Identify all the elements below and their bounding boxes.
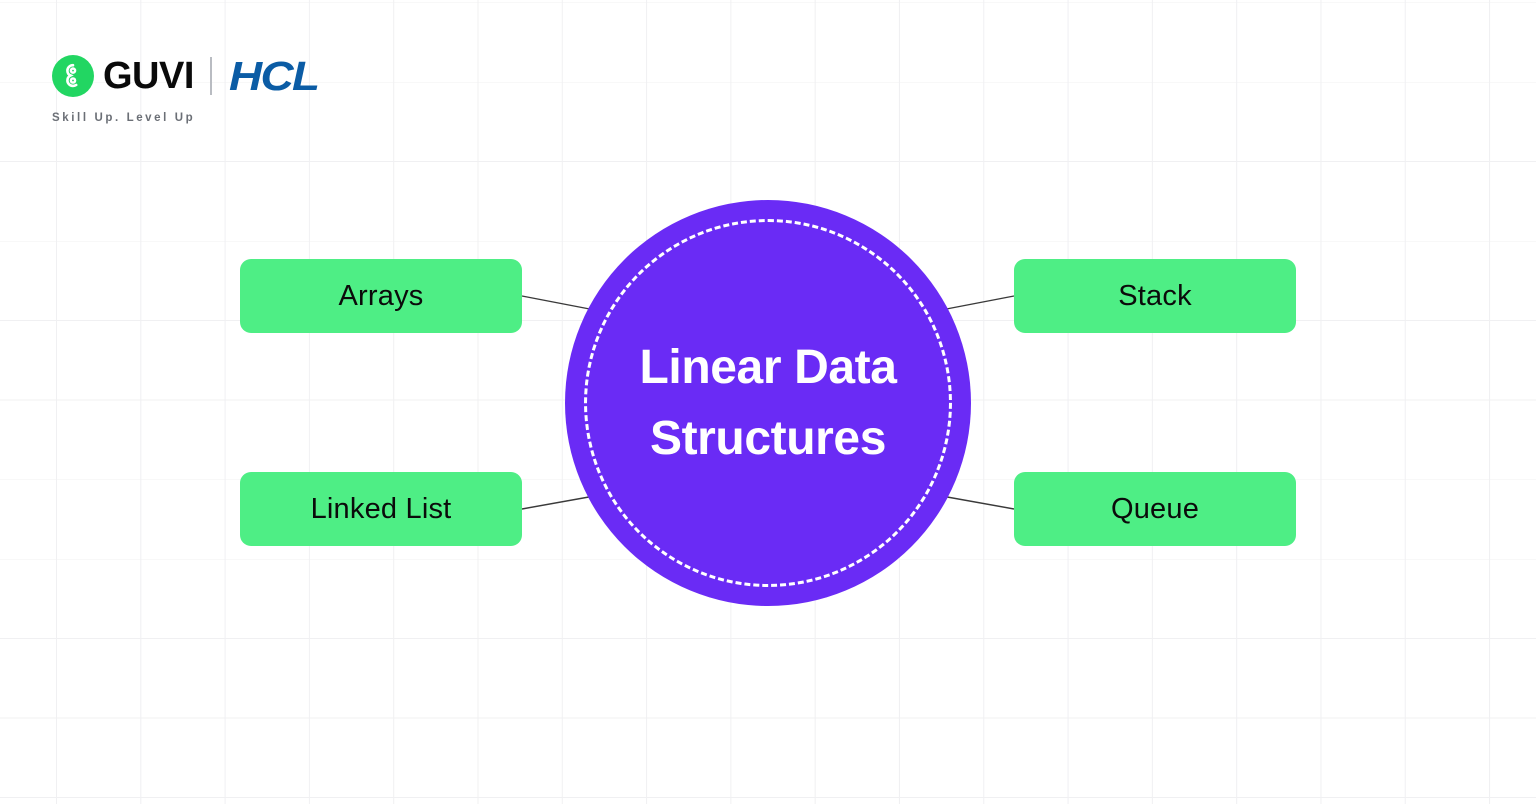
node-linked-list-label: Linked List	[310, 492, 452, 525]
node-stack[interactable]: Stack	[1014, 259, 1296, 333]
center-node-title: Linear Data Structures	[603, 332, 933, 474]
center-node-title-line-1: Linear Data	[639, 340, 897, 394]
node-queue[interactable]: Queue	[1014, 472, 1296, 546]
node-queue-label: Queue	[1110, 492, 1200, 525]
node-arrays-label: Arrays	[338, 279, 424, 312]
guvi-g-icon	[52, 55, 94, 97]
center-node-title-line-2: Structures	[649, 412, 887, 465]
center-node-linear-data-structures[interactable]: Linear Data Structures	[565, 200, 971, 606]
guvi-wordmark: GUVI	[103, 55, 194, 97]
node-arrays[interactable]: Arrays	[240, 259, 522, 333]
node-linked-list[interactable]: Linked List	[240, 472, 522, 546]
brand-logo-row: GUVI HCL	[52, 50, 320, 102]
brand-header: GUVI HCL Skill Up. Level Up	[52, 50, 320, 124]
brand-divider	[209, 57, 212, 95]
hcl-wordmark: HCL	[228, 52, 320, 99]
node-stack-label: Stack	[1118, 279, 1192, 312]
brand-tagline: Skill Up. Level Up	[52, 112, 196, 124]
